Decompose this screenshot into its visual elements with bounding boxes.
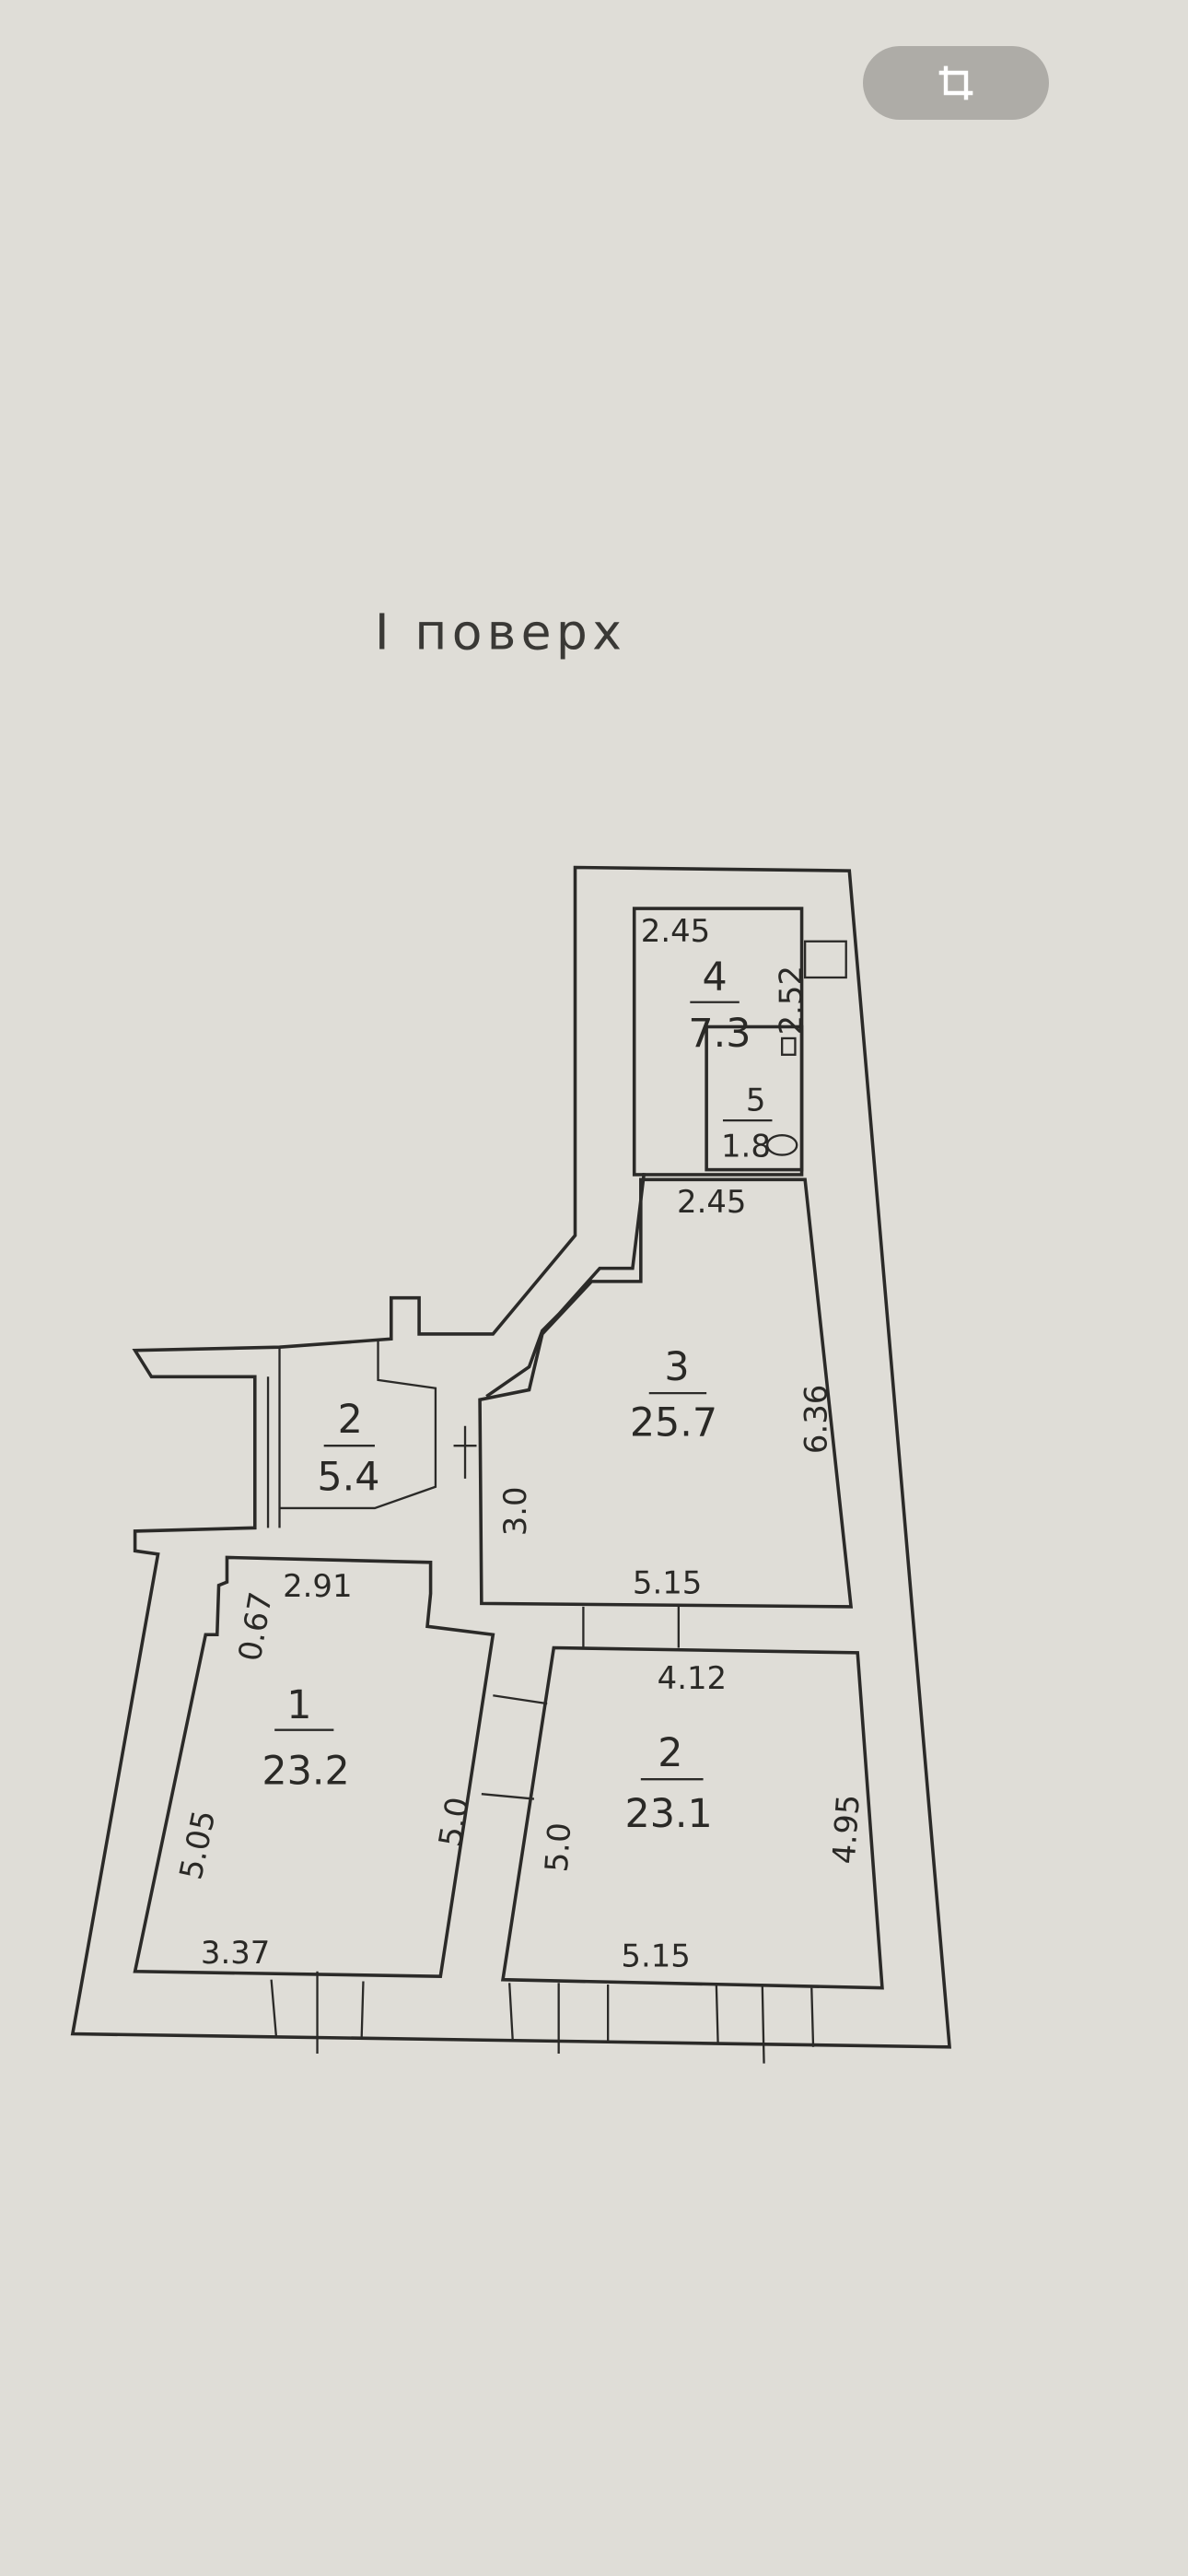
inner-corridor-wall: [485, 1172, 646, 1399]
dimension: 0.67: [232, 1589, 280, 1664]
room-area: 23.2: [262, 1749, 349, 1795]
doorway: [582, 1606, 680, 1648]
dimension: 5.0: [432, 1795, 476, 1850]
room-number: 3: [664, 1344, 689, 1390]
floor-title: I поверх: [375, 603, 626, 661]
dimension: 5.15: [633, 1565, 702, 1601]
room-area: 1.8: [721, 1128, 771, 1164]
room-number: 4: [702, 954, 727, 1001]
dimension: 2.45: [641, 913, 710, 949]
room-2-small-label: 2 5.4: [317, 1397, 379, 1500]
room-number: 5: [746, 1082, 766, 1118]
window: [803, 940, 847, 979]
room-number: 2: [658, 1730, 682, 1776]
toilet-icon: [765, 1134, 798, 1156]
door: [453, 1425, 477, 1479]
dimension: 4.95: [826, 1793, 867, 1865]
room-area: 5.4: [317, 1454, 379, 1500]
dimension: 4.12: [658, 1660, 727, 1696]
room-number: 2: [338, 1397, 363, 1443]
room-5-label: 5 1.8: [721, 1082, 773, 1164]
dimension: 6.36: [798, 1385, 833, 1454]
dimension-labels: 2.45 2.52 2.45 6.36 3.0 5.15 2.91 0.67 5…: [173, 913, 867, 1974]
windows: [270, 1971, 815, 2064]
room-1-outline: [133, 1555, 495, 1978]
dimension: 5.0: [539, 1821, 578, 1873]
outer-wall: [70, 865, 951, 2049]
room-area: 25.7: [630, 1399, 717, 1446]
room-area: 23.1: [625, 1791, 713, 1837]
dimension: 3.37: [201, 1935, 270, 1971]
dimension: 2.91: [283, 1568, 352, 1604]
room-3-outline: [478, 1177, 854, 1609]
room-3-label: 3 25.7: [630, 1344, 717, 1446]
dimension: 5.15: [621, 1938, 690, 1973]
doorway: [481, 1694, 548, 1800]
room-5-outline: [705, 1025, 804, 1172]
dimension: 2.52: [774, 966, 809, 1035]
room-number: 1: [286, 1682, 311, 1728]
sink-icon: [781, 1036, 797, 1056]
dimension: 2.45: [677, 1184, 746, 1220]
room-area: 7.3: [688, 1011, 751, 1057]
crop-icon: [938, 65, 973, 100]
room-2-large-label: 2 23.1: [625, 1730, 713, 1837]
dimension: 5.05: [173, 1807, 223, 1882]
room-4-label: 4 7.3: [688, 954, 751, 1057]
dimension: 3.0: [497, 1486, 533, 1536]
crop-button[interactable]: [863, 46, 1049, 120]
room-2-large-outline: [500, 1645, 884, 1990]
entrance-wall: [266, 1339, 437, 1528]
room-1-label: 1 23.2: [262, 1682, 349, 1794]
